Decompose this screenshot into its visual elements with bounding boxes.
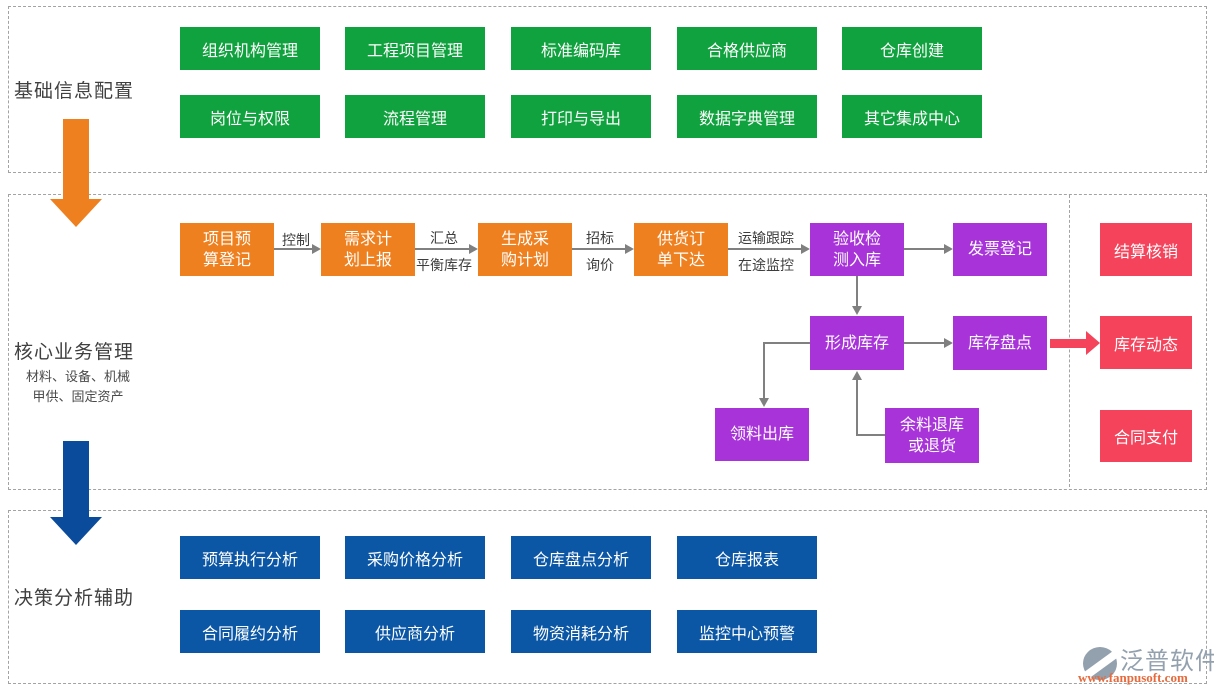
warehouse-create-button[interactable]: 仓库创建 — [842, 27, 982, 70]
core-business-subtitle-2: 甲供、固定资产 — [32, 389, 124, 404]
edge-budget-demand — [274, 248, 314, 250]
blue-down-arrow — [63, 441, 89, 518]
inspection-inbound-line1: 验收检 — [832, 230, 881, 248]
edge-label-balance: 平衡库存 — [416, 257, 472, 273]
purchase-plan-line2: 购计划 — [500, 251, 549, 269]
edge-stock-issue-arrowhead — [759, 398, 769, 407]
stock-formation-label: 形成库存 — [824, 334, 889, 352]
demand-plan-line1: 需求计 — [343, 230, 392, 248]
budget-exec-analysis-button[interactable]: 预算执行分析 — [180, 536, 320, 579]
edge-order-inspection — [728, 248, 803, 250]
edge-plan-order — [572, 248, 627, 250]
blue-down-arrow-head — [50, 517, 102, 545]
edge-inspection-stock-arrowhead — [852, 306, 862, 315]
fanpu-logo-name: 泛普软件 — [1120, 648, 1214, 675]
demand-plan-line2: 划上报 — [343, 251, 392, 269]
supplier-analysis-button[interactable]: 供应商分析 — [345, 610, 485, 653]
invoice-register-box[interactable]: 发票登记 — [953, 223, 1047, 276]
org-structure-button[interactable]: 组织机构管理 — [180, 27, 320, 70]
edge-plan-order-arrowhead — [625, 244, 634, 254]
edge-label-control: 控制 — [282, 232, 310, 248]
stocktake-analysis-button[interactable]: 仓库盘点分析 — [511, 536, 651, 579]
fanpu-logo-url: www.fanpusoft.com — [1078, 670, 1188, 685]
process-mgmt-button[interactable]: 流程管理 — [345, 95, 485, 138]
print-export-button[interactable]: 打印与导出 — [511, 95, 651, 138]
edge-label-summary: 汇总 — [430, 230, 458, 246]
basic-config-title: 基础信息配置 — [14, 81, 135, 102]
purchase-price-analysis-button[interactable]: 采购价格分析 — [345, 536, 485, 579]
section-decision-analysis — [8, 510, 1207, 684]
edge-label-inquiry: 询价 — [586, 257, 614, 273]
orange-down-arrow-head — [50, 199, 102, 227]
decision-analysis-title: 决策分析辅助 — [14, 588, 135, 609]
position-permission-button[interactable]: 岗位与权限 — [180, 95, 320, 138]
surplus-return-line2: 或退货 — [907, 437, 956, 455]
budget-register-box[interactable]: 项目预 算登记 — [180, 223, 274, 276]
edge-demand-plan — [415, 248, 472, 250]
edge-budget-demand-arrowhead — [312, 244, 321, 254]
supply-order-line2: 单下达 — [656, 251, 705, 269]
edge-label-bidding: 招标 — [586, 230, 614, 246]
edge-inspection-invoice — [904, 248, 946, 250]
core-business-subtitle-1: 材料、设备、机械 — [25, 369, 130, 384]
qualified-supplier-button[interactable]: 合格供应商 — [677, 27, 817, 70]
inspection-inbound-line2: 测入库 — [832, 251, 881, 269]
fanpu-logo-icon — [1083, 647, 1117, 680]
core-business-title: 核心业务管理 — [14, 342, 135, 363]
stock-count-box[interactable]: 库存盘点 — [953, 316, 1047, 370]
supply-order-box[interactable]: 供货订 单下达 — [634, 223, 728, 276]
contract-payment-box[interactable]: 合同支付 — [1100, 410, 1192, 462]
edge-return-stock-v — [856, 379, 858, 436]
edge-label-transit: 在途监控 — [738, 257, 794, 273]
data-dictionary-button[interactable]: 数据字典管理 — [677, 95, 817, 138]
stock-dynamic-box[interactable]: 库存动态 — [1100, 316, 1192, 369]
settlement-writeoff-box[interactable]: 结算核销 — [1100, 223, 1192, 276]
stock-count-label: 库存盘点 — [967, 334, 1032, 352]
edge-inspection-invoice-arrowhead — [944, 244, 953, 254]
edge-count-dynamic-red-arrow — [1050, 339, 1086, 348]
project-mgmt-button[interactable]: 工程项目管理 — [345, 27, 485, 70]
edge-return-stock-arrowhead — [852, 371, 862, 380]
contract-performance-analysis-button[interactable]: 合同履约分析 — [180, 610, 320, 653]
purchase-plan-line1: 生成采 — [500, 230, 549, 248]
monitor-warning-button[interactable]: 监控中心预警 — [677, 610, 817, 653]
inspection-inbound-box[interactable]: 验收检 测入库 — [810, 223, 904, 276]
code-library-button[interactable]: 标准编码库 — [511, 27, 651, 70]
material-issue-box[interactable]: 领料出库 — [715, 408, 809, 461]
budget-register-line1: 项目预 — [202, 230, 251, 248]
edge-label-transport: 运输跟踪 — [738, 230, 794, 246]
warehouse-report-button[interactable]: 仓库报表 — [677, 536, 817, 579]
edge-stock-issue-v — [763, 342, 765, 400]
integration-center-button[interactable]: 其它集成中心 — [842, 95, 982, 138]
material-consumption-analysis-button[interactable]: 物资消耗分析 — [511, 610, 651, 653]
edge-stock-count-arrowhead — [944, 338, 953, 348]
purchase-plan-box[interactable]: 生成采 购计划 — [478, 223, 572, 276]
section-basic-config — [8, 6, 1207, 173]
edge-stock-issue-h — [763, 342, 810, 344]
edge-demand-plan-arrowhead — [469, 244, 478, 254]
edge-inspection-stock — [856, 276, 858, 308]
invoice-register-label: 发票登记 — [967, 241, 1032, 258]
section-core-business — [8, 194, 1207, 490]
demand-plan-box[interactable]: 需求计 划上报 — [321, 223, 415, 276]
edge-return-stock-h — [856, 434, 885, 436]
budget-register-line2: 算登记 — [202, 251, 251, 269]
surplus-return-box[interactable]: 余料退库 或退货 — [885, 408, 979, 463]
material-issue-label: 领料出库 — [729, 426, 794, 443]
stock-formation-box[interactable]: 形成库存 — [810, 316, 904, 370]
edge-count-dynamic-red-arrowhead — [1086, 331, 1100, 355]
surplus-return-line1: 余料退库 — [899, 416, 964, 434]
edge-stock-count — [904, 342, 946, 344]
orange-down-arrow — [63, 119, 89, 200]
supply-order-line1: 供货订 — [656, 230, 705, 248]
edge-order-inspection-arrowhead — [801, 244, 810, 254]
